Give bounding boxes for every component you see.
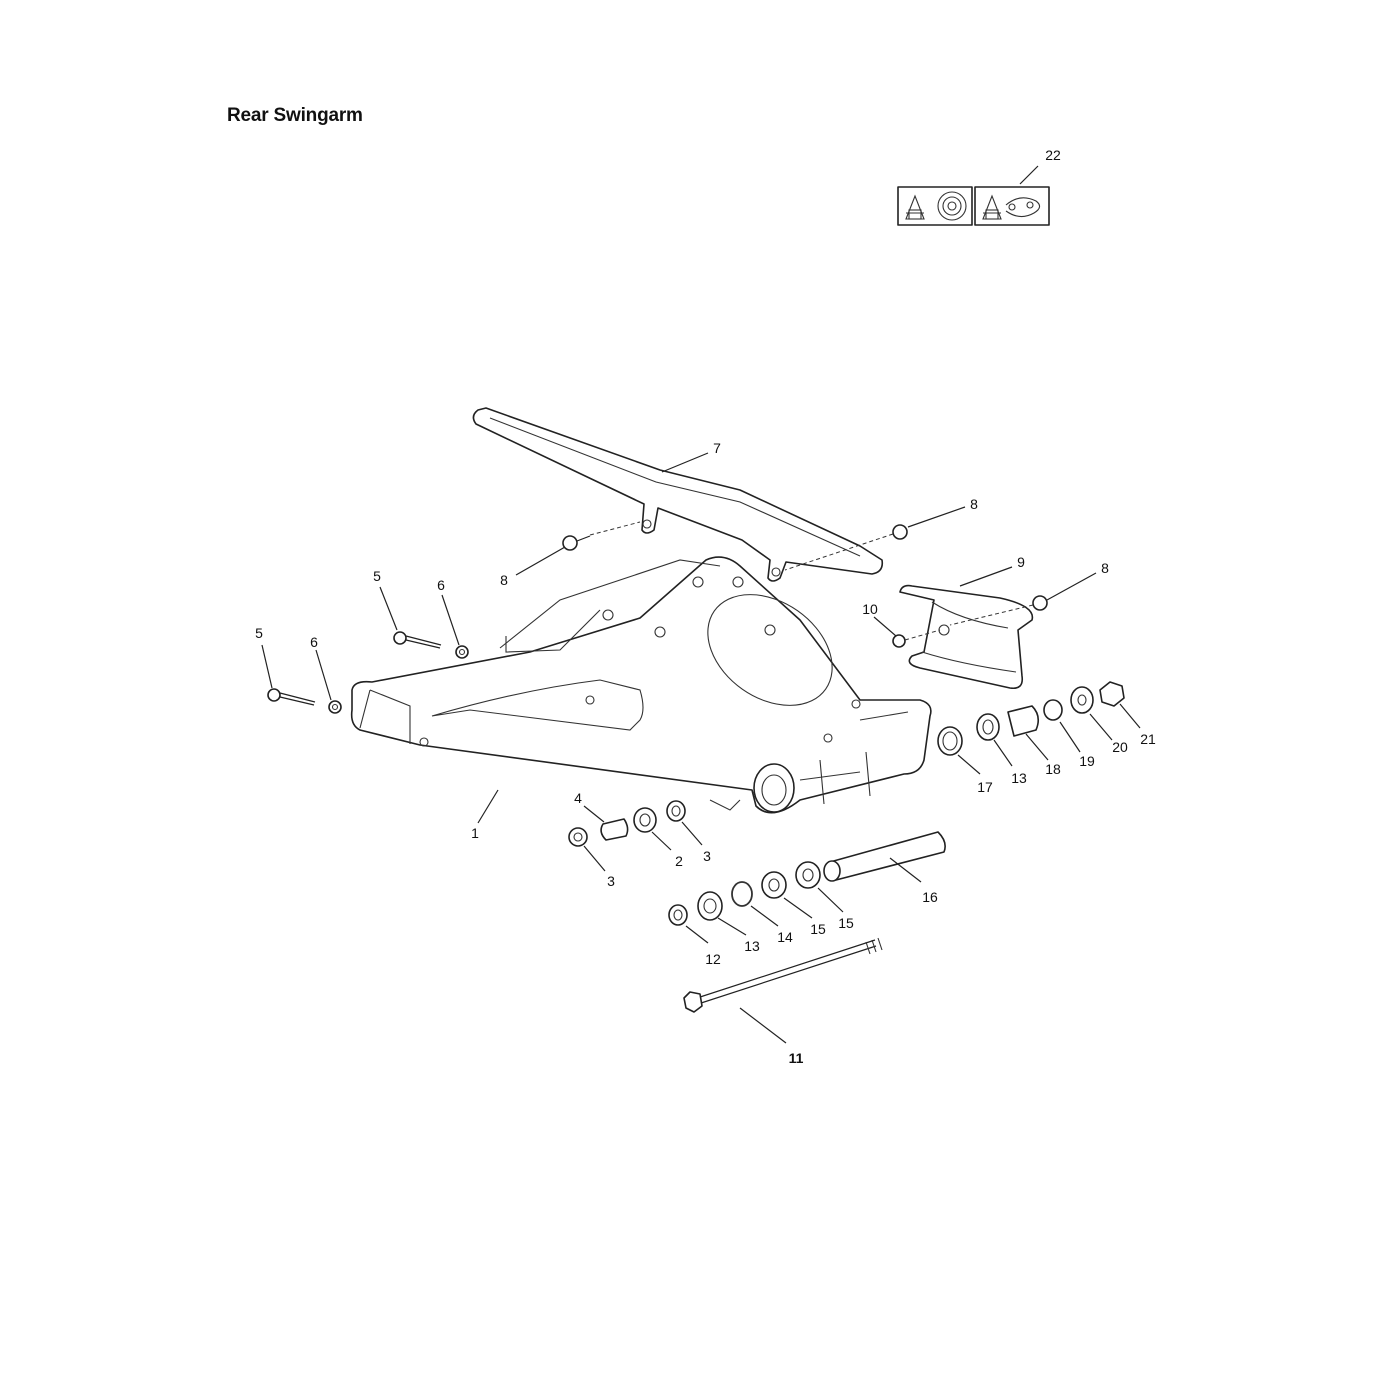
callout-14: 14 — [777, 929, 793, 945]
spindle-tube-16 — [823, 831, 946, 882]
spindle-11 — [683, 937, 883, 1013]
callout-numbers: 22 7 8 8 9 8 10 5 6 5 6 1 4 2 3 3 12 13 … — [255, 147, 1156, 1066]
callout-18: 18 — [1045, 761, 1061, 777]
seal-3-right — [666, 800, 686, 822]
seal-12 — [668, 904, 688, 926]
seal-3-left — [568, 827, 588, 847]
callout-13-right: 13 — [1011, 770, 1027, 786]
spacer-17 — [937, 726, 963, 756]
warning-decals — [897, 186, 1050, 226]
callout-12: 12 — [705, 951, 721, 967]
callout-16: 16 — [922, 889, 938, 905]
callout-5-upper: 5 — [373, 568, 381, 584]
seal-19 — [1043, 699, 1063, 721]
bolt-chain-slider — [949, 595, 1048, 626]
spacer-18 — [1007, 705, 1040, 737]
callout-5-lower: 5 — [255, 625, 263, 641]
washer-20 — [1070, 686, 1094, 714]
callout-4: 4 — [574, 790, 582, 806]
callout-6-upper: 6 — [437, 577, 445, 593]
chain-guard — [472, 407, 884, 582]
callout-8-slider: 8 — [1101, 560, 1109, 576]
callout-3-right: 3 — [703, 848, 711, 864]
leader-lines — [261, 165, 1141, 1044]
sleeve-4 — [600, 818, 629, 841]
callout-15-a: 15 — [810, 921, 826, 937]
nut-upper — [455, 645, 469, 659]
callout-8-left: 8 — [500, 572, 508, 588]
bolt-upper — [393, 631, 442, 649]
callout-9: 9 — [1017, 554, 1025, 570]
bearing-13-lower — [697, 891, 723, 921]
callout-22: 22 — [1045, 147, 1061, 163]
callout-13-lower: 13 — [744, 938, 760, 954]
callout-2: 2 — [675, 853, 683, 869]
circlip-14 — [731, 881, 753, 907]
callout-21: 21 — [1140, 731, 1156, 747]
callout-6-lower: 6 — [310, 634, 318, 650]
nut-lower — [328, 700, 342, 714]
callout-7: 7 — [713, 440, 721, 456]
nut-chain-slider — [892, 634, 906, 648]
callout-17: 17 — [977, 779, 993, 795]
washer-15-a — [761, 871, 787, 899]
callout-20: 20 — [1112, 739, 1128, 755]
callout-8-right: 8 — [970, 496, 978, 512]
bolt-lower — [267, 688, 316, 706]
callout-11: 11 — [789, 1050, 804, 1066]
bolt-chain-guard-right — [784, 524, 908, 571]
bolt-chain-guard-left — [562, 521, 641, 551]
callout-1: 1 — [471, 825, 479, 841]
bearing-2 — [633, 807, 657, 833]
callout-10: 10 — [862, 601, 878, 617]
nut-21 — [1099, 681, 1125, 707]
chain-slider — [899, 584, 1034, 690]
callout-15-b: 15 — [838, 915, 854, 931]
swingarm — [350, 556, 932, 814]
page-title: Rear Swingarm — [227, 105, 363, 126]
callout-3-left: 3 — [607, 873, 615, 889]
bearing-13-right — [976, 713, 1000, 741]
callout-19: 19 — [1079, 753, 1095, 769]
washer-15-b — [795, 861, 821, 889]
